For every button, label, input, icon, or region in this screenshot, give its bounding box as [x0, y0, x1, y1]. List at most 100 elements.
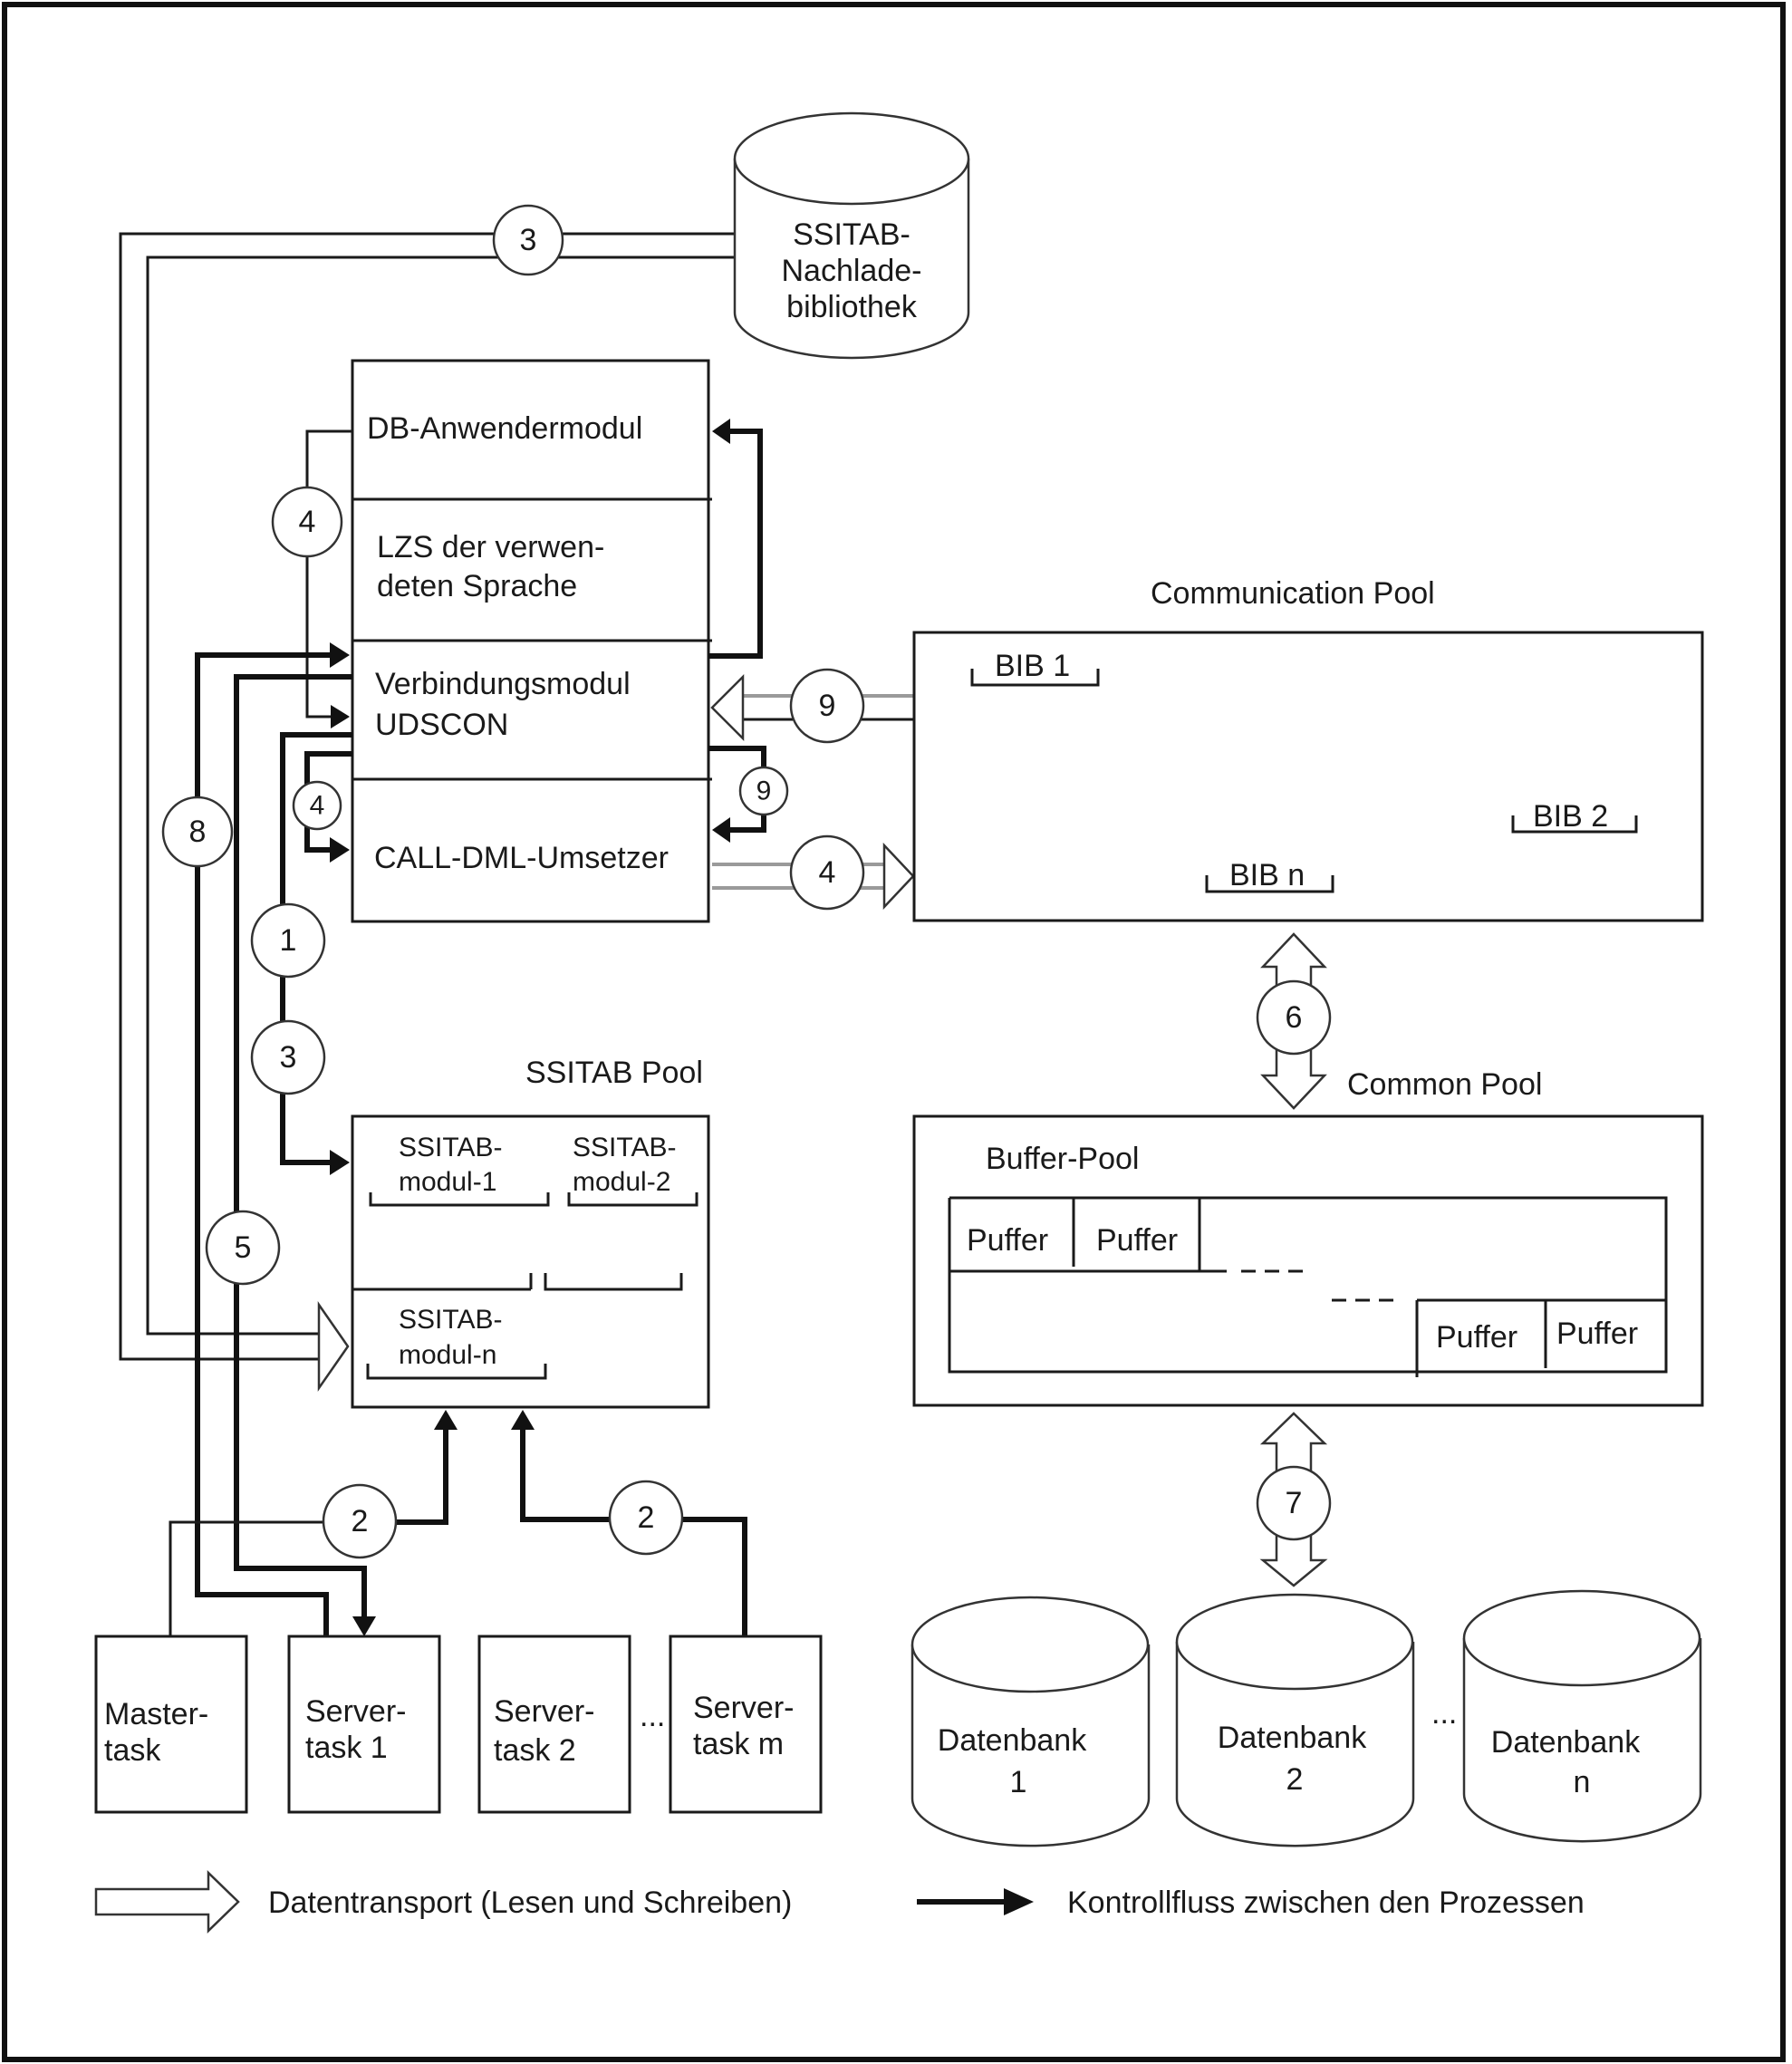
- call-dml-label: CALL-DML-Umsetzer: [374, 841, 669, 875]
- step-number: 4: [819, 855, 836, 890]
- step-number: 9: [756, 776, 772, 806]
- database-ellipsis: ...: [1431, 1696, 1457, 1731]
- step-number: 1: [280, 923, 297, 958]
- step-circle-1: [250, 902, 326, 979]
- arrowhead-icon: [712, 419, 730, 444]
- arrowhead-icon: [1004, 1888, 1034, 1915]
- arrowhead-icon: [511, 1410, 535, 1430]
- step-number: 6: [1286, 1000, 1303, 1035]
- module-1-bracket: [369, 1192, 550, 1207]
- task-label-line1: Server-: [693, 1691, 794, 1725]
- control-path-2-master-to-ssitab: 2: [169, 1410, 458, 1636]
- bib-n-label: BIB n: [1229, 858, 1305, 892]
- arrowhead-icon: [712, 817, 730, 843]
- hollow-arrowhead-icon: [317, 1301, 350, 1392]
- legend: Datentransport (Lesen und Schreiben) Kon…: [94, 1870, 1585, 1934]
- step-number: 2: [352, 1504, 369, 1538]
- step-circle-7: [1256, 1465, 1332, 1541]
- database-label-line2: 2: [1286, 1762, 1304, 1797]
- module-n-label-line2: modul-n: [399, 1340, 496, 1370]
- step-circle-6: [1256, 979, 1332, 1056]
- step-number: 5: [235, 1230, 252, 1265]
- step-circle-9-small: [738, 766, 789, 816]
- database-label-line1: Datenbank: [1491, 1725, 1641, 1760]
- step-number: 4: [299, 505, 316, 539]
- data-path-9-commpool-to-udscon: 9: [710, 668, 914, 744]
- connection-module-label-line2: UDSCON: [375, 708, 508, 742]
- module-2-label-line1: SSITAB-: [573, 1133, 676, 1162]
- lzs-label-line1: LZS der verwen-: [377, 530, 604, 564]
- buffer-pool-title: Buffer-Pool: [986, 1142, 1139, 1176]
- database-2-cylinder: Datenbank 2: [1175, 1593, 1415, 1847]
- step-number: 3: [520, 223, 537, 257]
- step-circle-3: [492, 204, 564, 276]
- arrowhead-icon: [330, 642, 350, 668]
- control-path-9-udscon-to-calldml: 9: [708, 746, 789, 843]
- ssitab-pool-box: SSITAB- modul-1 SSITAB- modul-2 SSITAB- …: [351, 1114, 710, 1409]
- task-label-line1: Server-: [494, 1694, 594, 1729]
- library-label-line2: Nachlade-: [782, 254, 922, 288]
- database-label-line1: Datenbank: [938, 1723, 1087, 1758]
- library-label-line1: SSITAB-: [793, 217, 910, 252]
- task-label-line2: task 2: [494, 1733, 576, 1768]
- task-ellipsis: ...: [640, 1699, 665, 1733]
- control-path-udscon-to-db: [708, 419, 763, 659]
- hollow-arrow-icon: [94, 1870, 240, 1934]
- step-number: 3: [280, 1040, 297, 1075]
- task-label-line2: task 1: [305, 1731, 388, 1765]
- common-pool-box: Buffer-Pool Puffer Puffer Puffer Puffer: [912, 1114, 1704, 1407]
- module-2-bracket: [567, 1192, 698, 1207]
- step-circle-9: [789, 668, 865, 744]
- module-n-label-line1: SSITAB-: [399, 1305, 502, 1335]
- module-1-label-line1: SSITAB-: [399, 1133, 502, 1162]
- communication-pool-box: BIB 1 BIB 2 BIB n: [912, 631, 1704, 922]
- task-master: Master- task: [94, 1635, 248, 1814]
- control-path-5-udscon-to-task: 5: [205, 674, 376, 1636]
- database-label-line1: Datenbank: [1218, 1721, 1367, 1755]
- ssitab-library-cylinder: SSITAB- Nachlade- bibliothek: [733, 111, 970, 360]
- database-label-line2: n: [1574, 1765, 1591, 1799]
- database-label-line2: 1: [1010, 1765, 1027, 1799]
- step-circle-4: [271, 486, 343, 558]
- data-path-3-library-to-ssitab: 3: [119, 204, 734, 1392]
- step-number: 2: [638, 1500, 655, 1535]
- module-1-label-line2: modul-1: [399, 1167, 496, 1197]
- step-circle-3: [250, 1019, 326, 1095]
- task-label-line1: Server-: [305, 1694, 406, 1729]
- data-path-6-commpool-commonpool: 6: [1256, 932, 1332, 1110]
- bib-n-bracket: [1205, 875, 1334, 893]
- step-circle-4-big: [789, 834, 865, 911]
- module-stack: DB-Anwendermodul LZS der verwen- deten S…: [351, 359, 712, 923]
- bib-1-bracket: [970, 669, 1100, 687]
- control-path-8-task-to-udscon: 8: [161, 642, 350, 1636]
- db-module-label: DB-Anwendermodul: [367, 411, 642, 446]
- database-n-cylinder: Datenbank n: [1462, 1589, 1702, 1843]
- step-number: 8: [189, 815, 207, 849]
- legend-control-flow: Kontrollfluss zwischen den Prozessen: [1067, 1886, 1585, 1920]
- arrowhead-icon: [330, 1150, 350, 1175]
- step-circle-4-small: [292, 780, 342, 831]
- legend-data-transport: Datentransport (Lesen und Schreiben): [268, 1886, 792, 1920]
- control-path-4-udscon-to-calldml: 4: [292, 751, 352, 863]
- communication-pool-title: Communication Pool: [1151, 576, 1435, 611]
- bib-2-label: BIB 2: [1533, 799, 1608, 834]
- step-number: 7: [1286, 1486, 1303, 1520]
- database-1-cylinder: Datenbank 1: [910, 1596, 1151, 1847]
- arrowhead-icon: [331, 705, 350, 728]
- data-path-4-calldml-to-commpool: 4: [712, 834, 915, 911]
- connection-module-label-line1: Verbindungsmodul: [375, 667, 631, 701]
- task-label-line1: Master-: [104, 1697, 208, 1731]
- library-label-line3: bibliothek: [786, 290, 918, 324]
- lzs-label-line2: deten Sprache: [377, 569, 577, 603]
- task-server-m: Server- task m: [669, 1635, 823, 1814]
- hollow-arrowhead-icon: [882, 842, 915, 911]
- module-n-bracket: [366, 1364, 547, 1380]
- ssitab-pool-title: SSITAB Pool: [525, 1056, 703, 1090]
- task-server-1: Server- task 1: [287, 1635, 441, 1814]
- bib-2-bracket: [1511, 815, 1638, 834]
- step-circle-2: [322, 1483, 398, 1559]
- data-path-7-commonpool-databases: 7: [1256, 1412, 1332, 1587]
- step-circle-5: [205, 1210, 281, 1286]
